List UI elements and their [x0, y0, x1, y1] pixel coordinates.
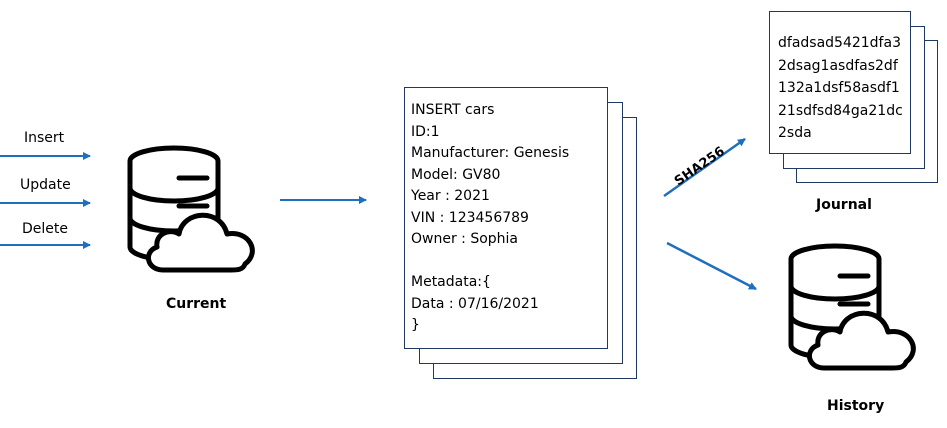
record-line: VIN : 123456789 — [411, 209, 529, 226]
hash-line: 21sdfsd84ga21dc — [778, 102, 903, 119]
record-line: } — [411, 317, 420, 333]
current-database-cloud-icon — [130, 148, 252, 270]
history-database-cloud-icon — [791, 246, 913, 368]
insert-label: Insert — [24, 130, 65, 146]
delete-label: Delete — [22, 221, 68, 237]
update-label: Update — [20, 177, 71, 193]
record-line: Data : 07/16/2021 — [411, 295, 539, 312]
record-line: INSERT cars — [411, 102, 495, 118]
record-line: Manufacturer: Genesis — [411, 145, 570, 161]
record-line: Metadata:{ — [411, 274, 491, 290]
record-line — [411, 251, 569, 273]
hash-line: 2sda — [778, 125, 812, 141]
record-line: Owner : Sophia — [411, 231, 519, 247]
record-line: ID:1 — [411, 123, 440, 140]
journal-label: Journal — [816, 197, 872, 213]
current-label: Current — [166, 296, 227, 312]
journal-doc-front: dfadsad5421dfa3 2dsag1asdfas2df 132a1dsf58… — [769, 11, 911, 154]
hash-line: 2dsag1asdfas2df — [778, 57, 898, 74]
to-history-arrow — [666, 241, 757, 291]
hash-line: dfadsad5421dfa3 — [778, 35, 901, 51]
hash-line: 132a1dsf58asdf1 — [778, 80, 900, 96]
history-label: History — [827, 398, 885, 414]
journal-hash-text: dfadsad5421dfa3 2dsag1asdfas2df 132a1dsf58… — [778, 32, 903, 145]
to-journal-arrow — [663, 137, 746, 198]
record-line: Year : 2021 — [411, 188, 490, 204]
record-line: Model: GV80 — [411, 166, 501, 183]
